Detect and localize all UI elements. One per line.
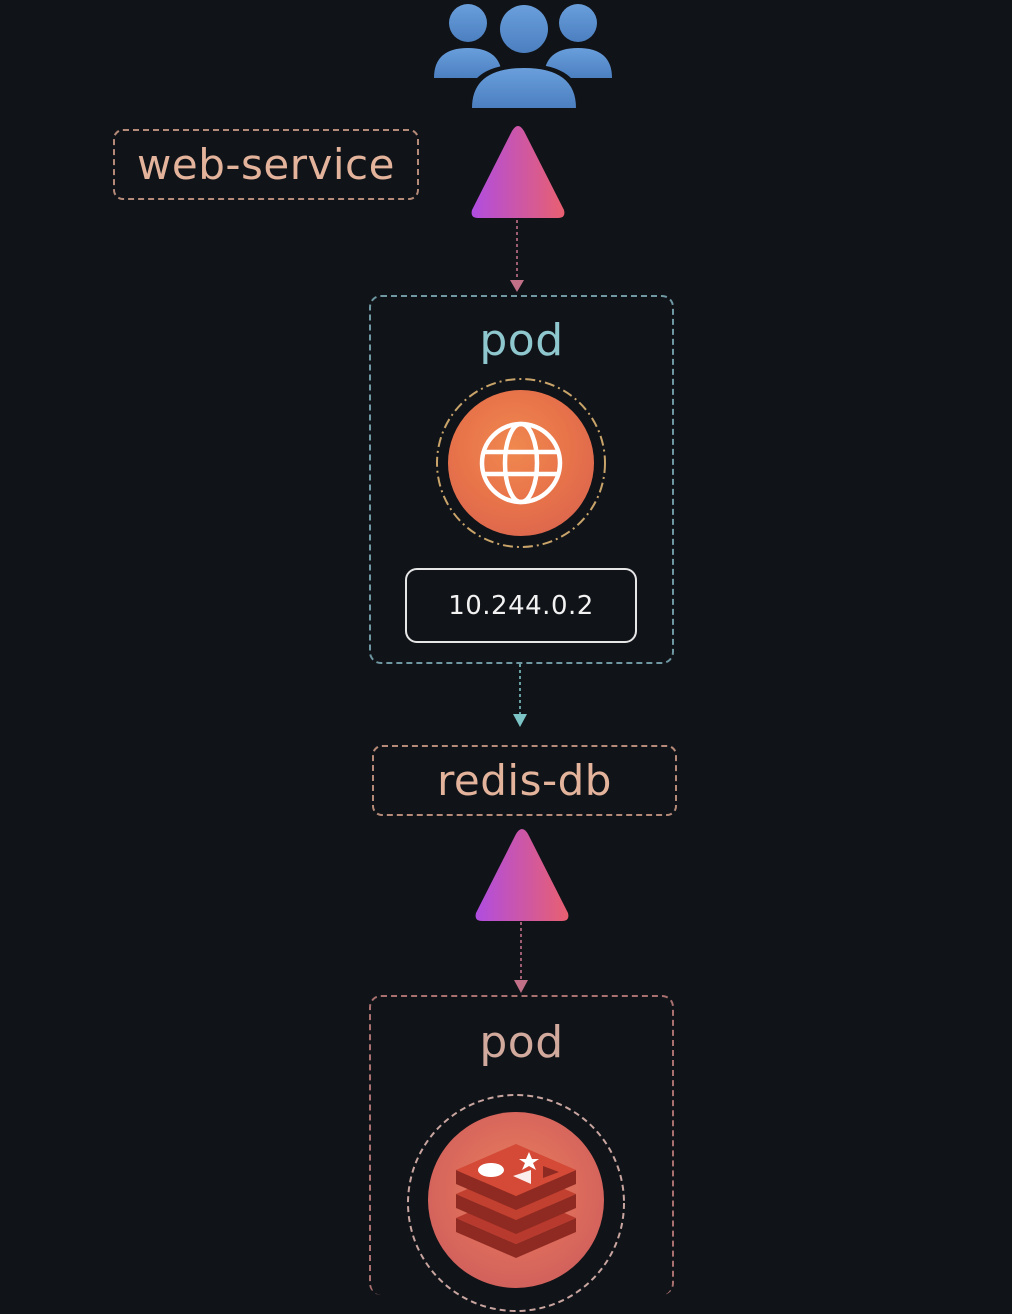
- web-service-text: web-service: [137, 140, 395, 189]
- web-service-triangle-icon: [471, 126, 565, 218]
- globe-icon: [479, 421, 563, 505]
- redis-service-triangle-icon: [475, 829, 569, 921]
- redis-icon: [456, 1144, 576, 1258]
- connector-web-service-to-pod: [510, 220, 524, 292]
- pod-ip-text: 10.244.0.2: [448, 590, 594, 621]
- redis-container-ring: [407, 1094, 625, 1312]
- pod-ip-address: 10.244.0.2: [405, 568, 637, 643]
- diagram-canvas: web-service pod: [113, 2, 677, 1312]
- web-container-ring: [436, 378, 606, 548]
- web-pod: pod: [369, 295, 674, 664]
- connector-web-pod-to-redis-service: [513, 664, 527, 727]
- users-group-icon: [434, 2, 612, 108]
- redis-pod-label: pod: [479, 1017, 564, 1068]
- connector-redis-service-to-pod: [514, 922, 528, 993]
- redis-pod: pod: [369, 995, 674, 1295]
- web-service-label: web-service: [113, 129, 419, 200]
- redis-db-service-text: redis-db: [437, 756, 612, 805]
- web-container: [448, 390, 594, 536]
- redis-container: [428, 1112, 604, 1288]
- web-pod-label: pod: [479, 315, 564, 366]
- redis-db-service-label: redis-db: [372, 745, 677, 816]
